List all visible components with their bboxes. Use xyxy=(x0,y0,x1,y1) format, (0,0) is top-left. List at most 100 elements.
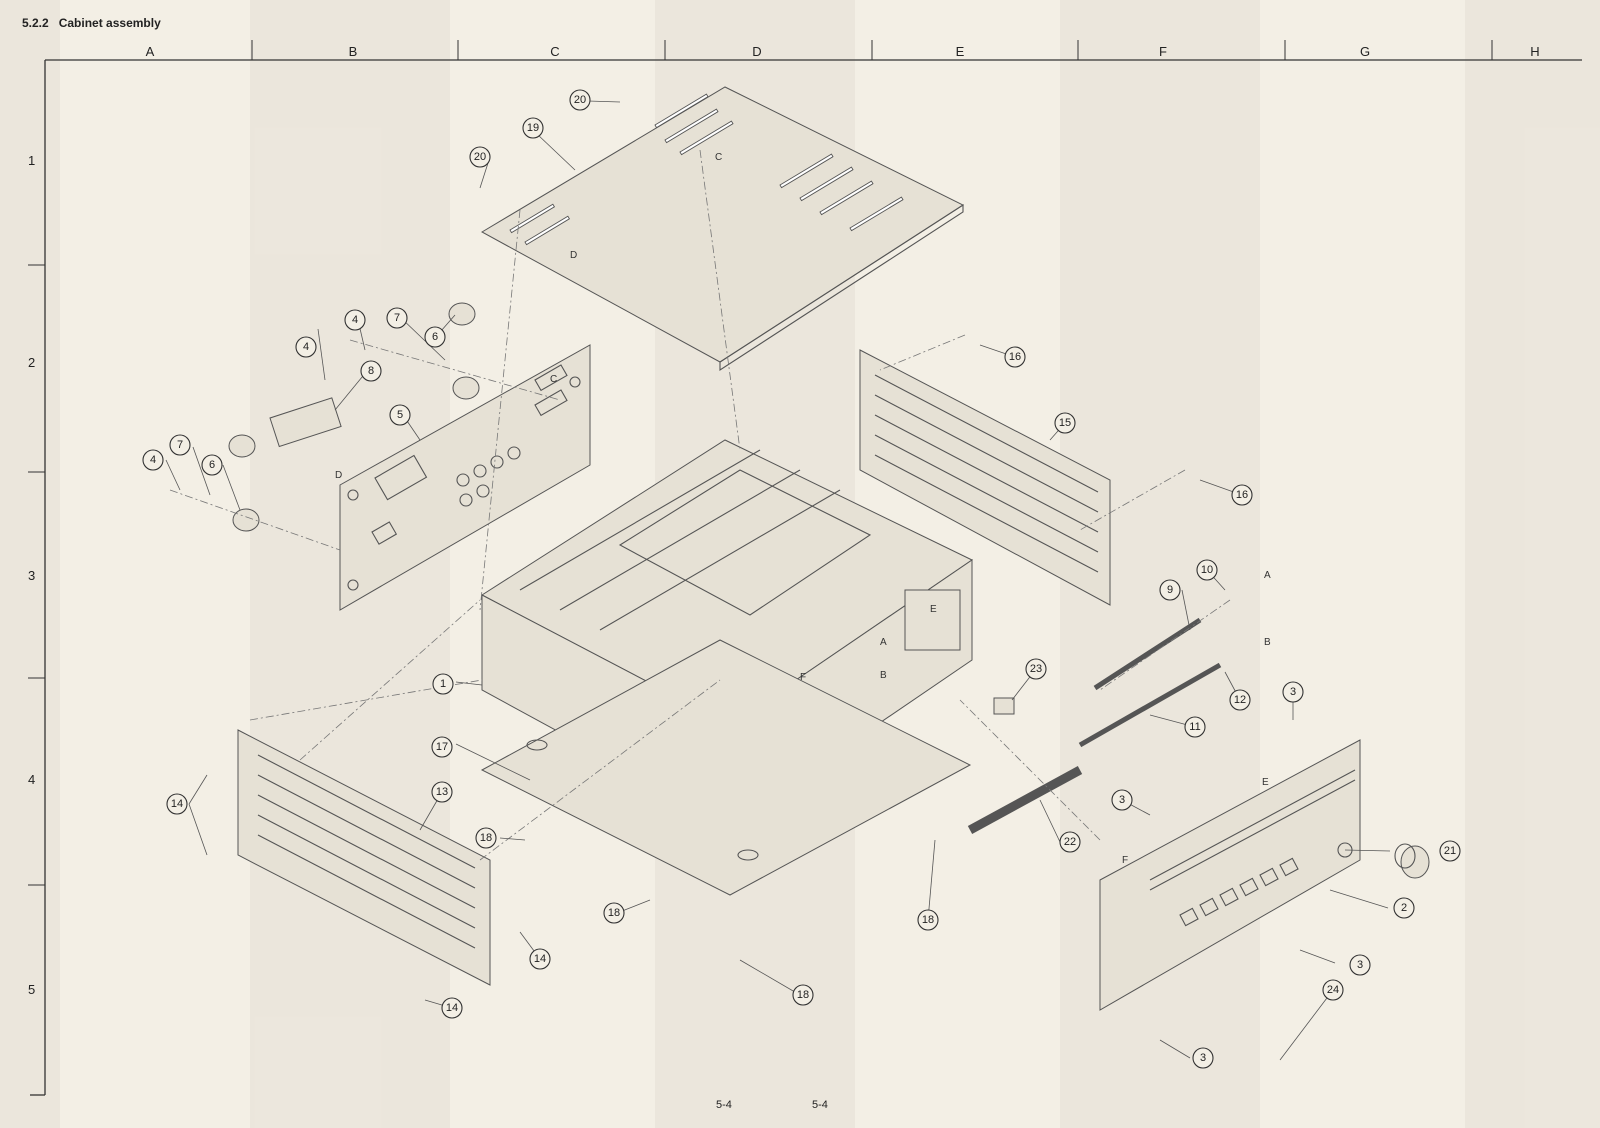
ref-letter-e: E xyxy=(930,604,937,615)
label-plate xyxy=(269,397,342,448)
bottom-plate xyxy=(480,639,972,896)
callout-3: 3 xyxy=(1111,789,1133,811)
svg-text:3: 3 xyxy=(1200,1052,1206,1064)
svg-text:9: 9 xyxy=(1167,584,1173,596)
svg-text:17: 17 xyxy=(436,741,448,753)
svg-text:22: 22 xyxy=(1064,836,1076,848)
page-number-left: 5-4 xyxy=(716,1099,732,1111)
svg-text:1: 1 xyxy=(440,678,446,690)
callout-18: 18 xyxy=(475,827,497,849)
callout-18: 18 xyxy=(792,984,814,1006)
callout-4: 4 xyxy=(142,449,164,471)
callout-16: 16 xyxy=(1004,346,1026,368)
volume-knob xyxy=(1394,843,1430,879)
grid-frame xyxy=(28,40,1582,1096)
callout-16: 16 xyxy=(1231,484,1253,506)
svg-text:7: 7 xyxy=(394,312,400,324)
section-name: Cabinet assembly xyxy=(58,16,161,30)
callout-4: 4 xyxy=(295,336,317,358)
svg-text:5: 5 xyxy=(397,409,403,421)
support-rod xyxy=(1078,662,1222,748)
svg-text:23: 23 xyxy=(1030,663,1042,675)
connector-strip xyxy=(967,766,1083,834)
svg-text:12: 12 xyxy=(1234,694,1246,706)
svg-text:8: 8 xyxy=(368,365,374,377)
grid-column-label: F xyxy=(1159,44,1167,59)
callout-18: 18 xyxy=(603,902,625,924)
left-side-panel xyxy=(237,729,491,986)
svg-text:4: 4 xyxy=(150,454,156,466)
svg-text:16: 16 xyxy=(1236,489,1248,501)
top-cover xyxy=(480,86,965,372)
right-side-panel xyxy=(859,349,1111,606)
grid-row-label: 2 xyxy=(28,355,36,370)
svg-text:18: 18 xyxy=(797,989,809,1001)
callout-3: 3 xyxy=(1282,681,1304,703)
callout-5: 5 xyxy=(389,404,411,426)
ref-letter-a: A xyxy=(1264,570,1271,581)
svg-text:20: 20 xyxy=(474,151,486,163)
callout-22: 22 xyxy=(1059,831,1081,853)
callout-1: 1 xyxy=(432,673,454,695)
callout-11: 11 xyxy=(1184,716,1206,738)
callout-13: 13 xyxy=(431,781,453,803)
grid-row-label: 1 xyxy=(28,153,36,168)
svg-text:3: 3 xyxy=(1119,794,1125,806)
ref-letter-d: D xyxy=(335,470,342,481)
section-number: 5.2.2 xyxy=(22,16,49,30)
callout-18: 18 xyxy=(917,909,939,931)
svg-text:21: 21 xyxy=(1444,845,1456,857)
callout-24: 24 xyxy=(1322,979,1344,1001)
callout-20: 20 xyxy=(469,146,491,168)
callout-14: 14 xyxy=(166,793,188,815)
svg-text:4: 4 xyxy=(303,341,309,353)
callout-3: 3 xyxy=(1349,954,1371,976)
svg-text:15: 15 xyxy=(1059,417,1071,429)
svg-text:14: 14 xyxy=(534,953,546,965)
feet xyxy=(228,302,480,532)
svg-text:18: 18 xyxy=(922,914,934,926)
callout-6: 6 xyxy=(424,326,446,348)
grid-column-label: D xyxy=(752,44,762,59)
svg-text:6: 6 xyxy=(432,331,438,343)
ref-letter-b: B xyxy=(880,670,887,681)
top-cover-vents xyxy=(509,93,904,246)
connector-block xyxy=(993,697,1015,715)
callout-9: 9 xyxy=(1159,579,1181,601)
callout-6: 6 xyxy=(201,454,223,476)
callout-23: 23 xyxy=(1025,658,1047,680)
callout-10: 10 xyxy=(1196,559,1218,581)
ref-letter-c: C xyxy=(550,374,557,385)
assembly-lines xyxy=(169,149,1231,861)
svg-text:18: 18 xyxy=(480,832,492,844)
ref-letter-b: B xyxy=(1264,637,1271,648)
callout-2: 2 xyxy=(1393,897,1415,919)
reference-letters: A A B B C C D D E E F F xyxy=(335,152,1271,866)
grid-row-label: 3 xyxy=(28,568,36,583)
svg-text:19: 19 xyxy=(527,122,539,134)
callout-12: 12 xyxy=(1229,689,1251,711)
svg-text:16: 16 xyxy=(1009,351,1021,363)
callout-14: 14 xyxy=(529,948,551,970)
page-number-right: 5-4 xyxy=(812,1099,828,1111)
callout-19: 19 xyxy=(522,117,544,139)
callout-7: 7 xyxy=(169,434,191,456)
ref-letter-e: E xyxy=(1262,777,1269,788)
svg-text:14: 14 xyxy=(446,1002,458,1014)
callout-4: 4 xyxy=(344,309,366,331)
rear-panel xyxy=(339,344,591,611)
grid-row-label: 4 xyxy=(28,772,36,787)
ref-letter-f: F xyxy=(800,672,806,683)
svg-text:13: 13 xyxy=(436,786,448,798)
callout-21: 21 xyxy=(1439,840,1461,862)
callout-17: 17 xyxy=(431,736,453,758)
grid-column-label: H xyxy=(1530,44,1540,59)
svg-text:10: 10 xyxy=(1201,564,1213,576)
ref-letter-f: F xyxy=(1122,855,1128,866)
svg-text:3: 3 xyxy=(1290,686,1296,698)
ref-letter-d: D xyxy=(570,250,577,261)
grid-column-label: B xyxy=(348,44,358,59)
grid-column-label: G xyxy=(1359,44,1371,59)
svg-text:24: 24 xyxy=(1327,984,1339,996)
